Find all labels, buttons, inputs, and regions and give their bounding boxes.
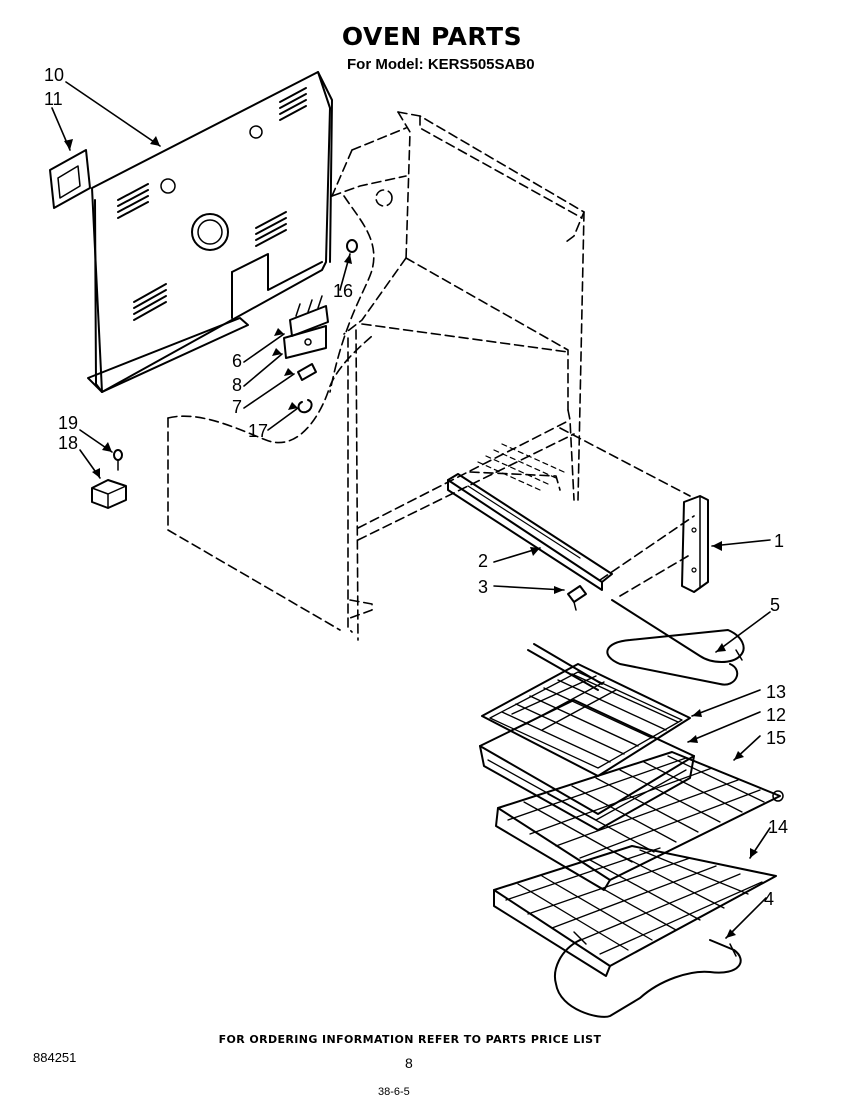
callout-label-12: 12 xyxy=(766,705,787,725)
callout-label-14: 14 xyxy=(768,817,789,837)
callout-label-11: 11 xyxy=(44,89,63,109)
callout-label-16: 16 xyxy=(333,281,354,301)
broil-element xyxy=(527,599,745,691)
callout-label-10: 10 xyxy=(44,65,65,85)
callout-label-19: 19 xyxy=(58,413,79,433)
page-number: 8 xyxy=(405,1055,413,1071)
leader-lines xyxy=(51,81,771,939)
cabinet-outline xyxy=(167,111,695,641)
broiler-grid xyxy=(481,663,691,777)
model-subtitle: For Model: KERS505SAB0 xyxy=(347,56,535,73)
broiler-pan xyxy=(479,699,695,831)
side-bracket xyxy=(681,495,709,593)
oven-rack-upper xyxy=(495,751,784,891)
page-title: OVEN PARTS xyxy=(341,22,523,51)
callout-label-5: 5 xyxy=(770,595,781,615)
clip xyxy=(297,363,317,381)
rail-clip xyxy=(567,585,587,611)
ordering-note: FOR ORDERING INFORMATION REFER TO PARTS … xyxy=(218,1033,602,1046)
terminal-block xyxy=(289,295,329,337)
knob-screw xyxy=(113,449,123,471)
bake-element xyxy=(554,931,742,1018)
document-number: 884251 xyxy=(33,1050,77,1065)
rail xyxy=(447,473,613,591)
callout-label-7: 7 xyxy=(232,397,243,417)
bracket xyxy=(283,325,327,359)
callout-label-6: 6 xyxy=(232,351,243,371)
callout-label-2: 2 xyxy=(478,551,489,571)
leader-arrowheads xyxy=(64,136,758,938)
callout-label-8: 8 xyxy=(232,375,243,395)
oven-rack-lower xyxy=(493,845,777,977)
callout-label-3: 3 xyxy=(478,577,489,597)
callout-label-15: 15 xyxy=(766,728,787,748)
spring-clip xyxy=(297,399,313,414)
callout-label-13: 13 xyxy=(766,682,787,702)
cabinet-floor-hatch xyxy=(477,443,565,491)
back-panel-cover xyxy=(49,149,91,209)
callout-label-4: 4 xyxy=(764,889,775,909)
callout-label-1: 1 xyxy=(774,531,785,551)
control-knob xyxy=(91,479,127,509)
back-panel xyxy=(87,71,333,393)
screw xyxy=(346,239,358,253)
callout-label-18: 18 xyxy=(58,433,79,453)
stamp-code: 38-6-5 xyxy=(378,1086,410,1098)
callout-label-17: 17 xyxy=(248,421,269,441)
